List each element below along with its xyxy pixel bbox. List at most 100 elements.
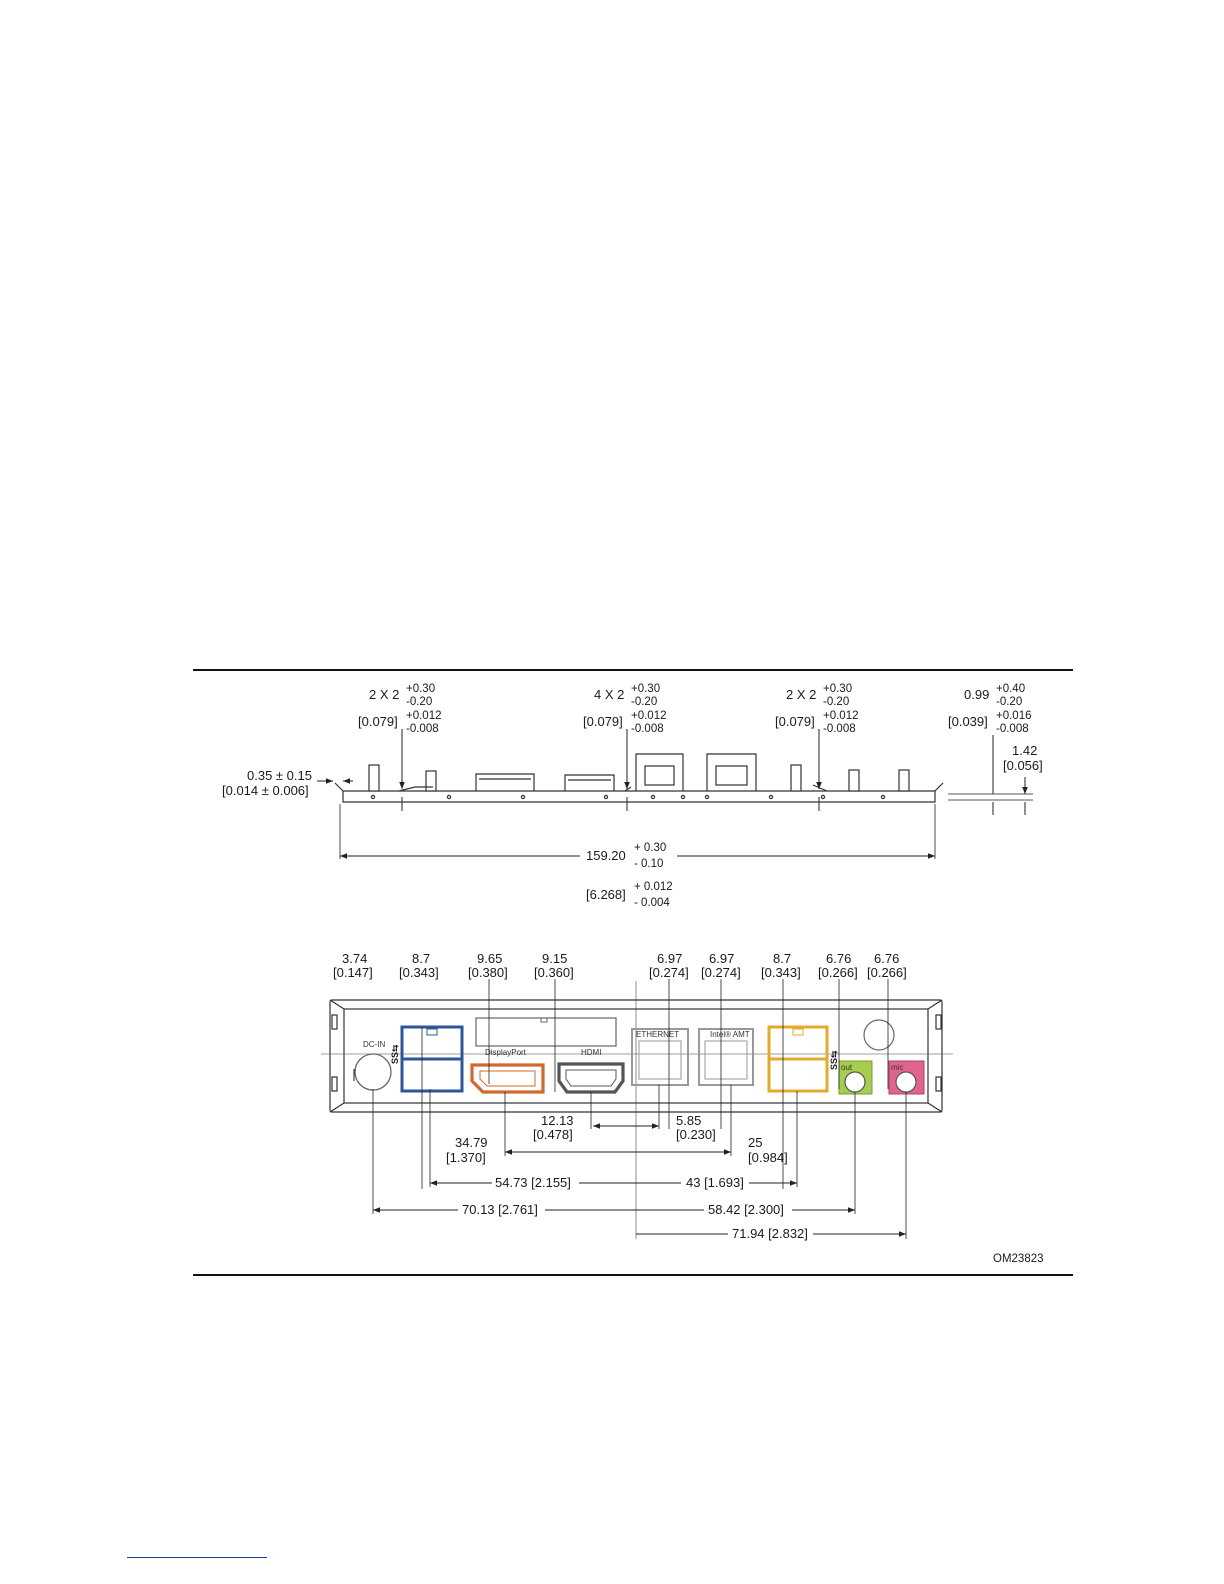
extension-lines xyxy=(372,1085,907,1239)
callout-tol-in-plus: +0.012 xyxy=(406,710,442,722)
dim-9-15-mm: 9.15 xyxy=(542,951,567,966)
dim-6-76b-in: [0.266] xyxy=(867,965,907,980)
callout-tol-minus: -0.20 xyxy=(631,696,657,708)
thickness-inch: [0.056] xyxy=(1003,758,1043,773)
dim-8-7b-mm: 8.7 xyxy=(773,951,791,966)
dc-in-label: DC-IN xyxy=(363,1040,385,1049)
thickness-mm: 1.42 xyxy=(1012,743,1037,758)
offset-inch: [0.014 ± 0.006] xyxy=(222,783,309,798)
width-mm: 159.20 xyxy=(586,848,626,863)
dim-5-85-in: [0.230] xyxy=(676,1127,716,1142)
displayport-label: DisplayPort xyxy=(485,1048,527,1057)
width-tol-minus: - 0.10 xyxy=(634,858,663,870)
figure-top-rule xyxy=(193,669,1073,671)
dim-8-7-in: [0.343] xyxy=(399,965,439,980)
audio-out-label: out xyxy=(841,1063,853,1072)
ethernet-label: ETHERNET xyxy=(636,1030,679,1039)
mic-jack: mic xyxy=(888,1060,925,1095)
callout-tol-minus: -0.20 xyxy=(996,696,1022,708)
amt-label: Intel® AMT xyxy=(710,1030,750,1039)
usb-ss-logo-icon: SS⇆ xyxy=(829,1050,839,1070)
dim-34-79-in: [1.370] xyxy=(446,1150,486,1165)
front-view: 3.74 [0.147] 8.7 [0.343] 9.65 [0.380] 9.… xyxy=(321,951,1044,1265)
front-bottom-dims: 12.13 [0.478] 5.85 [0.230] 34.79 [1.370]… xyxy=(373,1113,906,1241)
callout-qty: 0.99 xyxy=(964,687,989,702)
figure-bottom-rule xyxy=(193,1274,1073,1276)
dim-8-7b-in: [0.343] xyxy=(761,965,801,980)
width-tol-plus: + 0.30 xyxy=(634,842,666,854)
dim-12-13-in: [0.478] xyxy=(533,1127,573,1142)
callout-tol-in-minus: -0.008 xyxy=(823,723,856,735)
mic-label: mic xyxy=(891,1063,903,1072)
dim-6-76-mm: 6.76 xyxy=(826,951,851,966)
intel-amt-port: Intel® AMT xyxy=(698,979,754,1129)
thickness-callout: 1.42 [0.056] xyxy=(948,743,1043,815)
pin-callout-2: 4 X 2 +0.30 -0.20 [0.079] +0.012 -0.008 xyxy=(583,683,667,811)
dim-6-97b-mm: 6.97 xyxy=(709,951,734,966)
callout-inch: [0.079] xyxy=(583,714,623,729)
callout-tol-in-minus: -0.008 xyxy=(406,723,439,735)
hdmi-label: HDMI xyxy=(581,1048,601,1057)
dim-6-97-in: [0.274] xyxy=(649,965,689,980)
pin-callout-1: 2 X 2 +0.30 -0.20 [0.079] +0.012 -0.008 xyxy=(358,683,442,811)
dim-9-65-in: [0.380] xyxy=(468,965,508,980)
callout-tol-plus: +0.30 xyxy=(631,683,660,695)
mechanical-drawing-figure: 2 X 2 +0.30 -0.20 [0.079] +0.012 -0.008 … xyxy=(193,669,1073,1277)
callout-tol-in-minus: -0.008 xyxy=(631,723,664,735)
dim-9-15-in: [0.360] xyxy=(534,965,574,980)
dim-6-76b-mm: 6.76 xyxy=(874,951,899,966)
dim-6-76-in: [0.266] xyxy=(818,965,858,980)
width-tol-in-minus: - 0.004 xyxy=(634,897,670,909)
offset-mm: 0.35 ± 0.15 xyxy=(247,768,312,783)
callout-tol-in-plus: +0.012 xyxy=(631,710,667,722)
dim-3-74-mm: 3.74 xyxy=(342,951,367,966)
callout-inch: [0.079] xyxy=(775,714,815,729)
callout-qty: 2 X 2 xyxy=(369,687,399,702)
pin-callout-4: 0.99 +0.40 -0.20 [0.039] +0.016 -0.008 xyxy=(948,683,1032,794)
callout-inch: [0.039] xyxy=(948,714,988,729)
callout-tol-in-plus: +0.012 xyxy=(823,710,859,722)
pin-callout-3: 2 X 2 +0.30 -0.20 [0.079] +0.012 -0.008 xyxy=(775,683,859,811)
audio-out-jack: out xyxy=(838,979,873,1095)
usb3-port-stack-yellow: SS⇆ xyxy=(767,979,839,1189)
callout-tol-minus: -0.20 xyxy=(823,696,849,708)
dim-34-79-mm: 34.79 xyxy=(455,1135,488,1150)
dim-54-73: 54.73 [2.155] xyxy=(495,1175,571,1190)
callout-tol-plus: +0.30 xyxy=(823,683,852,695)
dim-25-in: [0.984] xyxy=(748,1150,788,1165)
dim-43: 43 [1.693] xyxy=(686,1175,744,1190)
hdmi-connector: HDMI xyxy=(554,979,625,1094)
dim-6-97-mm: 6.97 xyxy=(657,951,682,966)
callout-tol-plus: +0.40 xyxy=(996,683,1025,695)
callout-tol-minus: -0.20 xyxy=(406,696,432,708)
dim-58-42: 58.42 [2.300] xyxy=(708,1202,784,1217)
width-inch: [6.268] xyxy=(586,887,626,902)
back-panel-drawing: 2 X 2 +0.30 -0.20 [0.079] +0.012 -0.008 … xyxy=(222,683,1044,1265)
dim-25-mm: 25 xyxy=(748,1135,762,1150)
callout-qty: 4 X 2 xyxy=(594,687,624,702)
dim-6-97b-in: [0.274] xyxy=(701,965,741,980)
mount-circle xyxy=(863,1019,895,1051)
usb-ss-logo-icon: SS⇆ xyxy=(390,1044,400,1064)
shield-side-profile xyxy=(334,753,944,803)
top-view: 2 X 2 +0.30 -0.20 [0.079] +0.012 -0.008 … xyxy=(222,683,1043,909)
dim-71-94: 71.94 [2.832] xyxy=(732,1226,808,1241)
callout-tol-in-minus: -0.008 xyxy=(996,723,1029,735)
ethernet-port: ETHERNET xyxy=(631,979,689,1129)
callout-qty: 2 X 2 xyxy=(786,687,816,702)
overall-width-dimension: 159.20 + 0.30 - 0.10 [6.268] + 0.012 - 0… xyxy=(339,804,936,909)
callout-tol-in-plus: +0.016 xyxy=(996,710,1032,722)
dc-in-jack: DC-IN xyxy=(353,1040,392,1091)
callout-inch: [0.079] xyxy=(358,714,398,729)
left-offset-callout: 0.35 ± 0.15 [0.014 ± 0.006] xyxy=(222,768,353,798)
dim-12-13-mm: 12.13 xyxy=(541,1113,574,1128)
dim-5-85-mm: 5.85 xyxy=(676,1113,701,1128)
usb3-port-stack-blue: SS⇆ xyxy=(390,1025,464,1189)
front-top-dims: 3.74 [0.147] 8.7 [0.343] 9.65 [0.380] 9.… xyxy=(333,951,907,980)
dim-9-65-mm: 9.65 xyxy=(477,951,502,966)
displayport-connector: DisplayPort xyxy=(470,979,545,1094)
callout-tol-plus: +0.30 xyxy=(406,683,435,695)
dim-70-13: 70.13 [2.761] xyxy=(462,1202,538,1217)
dim-8-7-mm: 8.7 xyxy=(412,951,430,966)
figure-id: OM23823 xyxy=(993,1253,1044,1265)
